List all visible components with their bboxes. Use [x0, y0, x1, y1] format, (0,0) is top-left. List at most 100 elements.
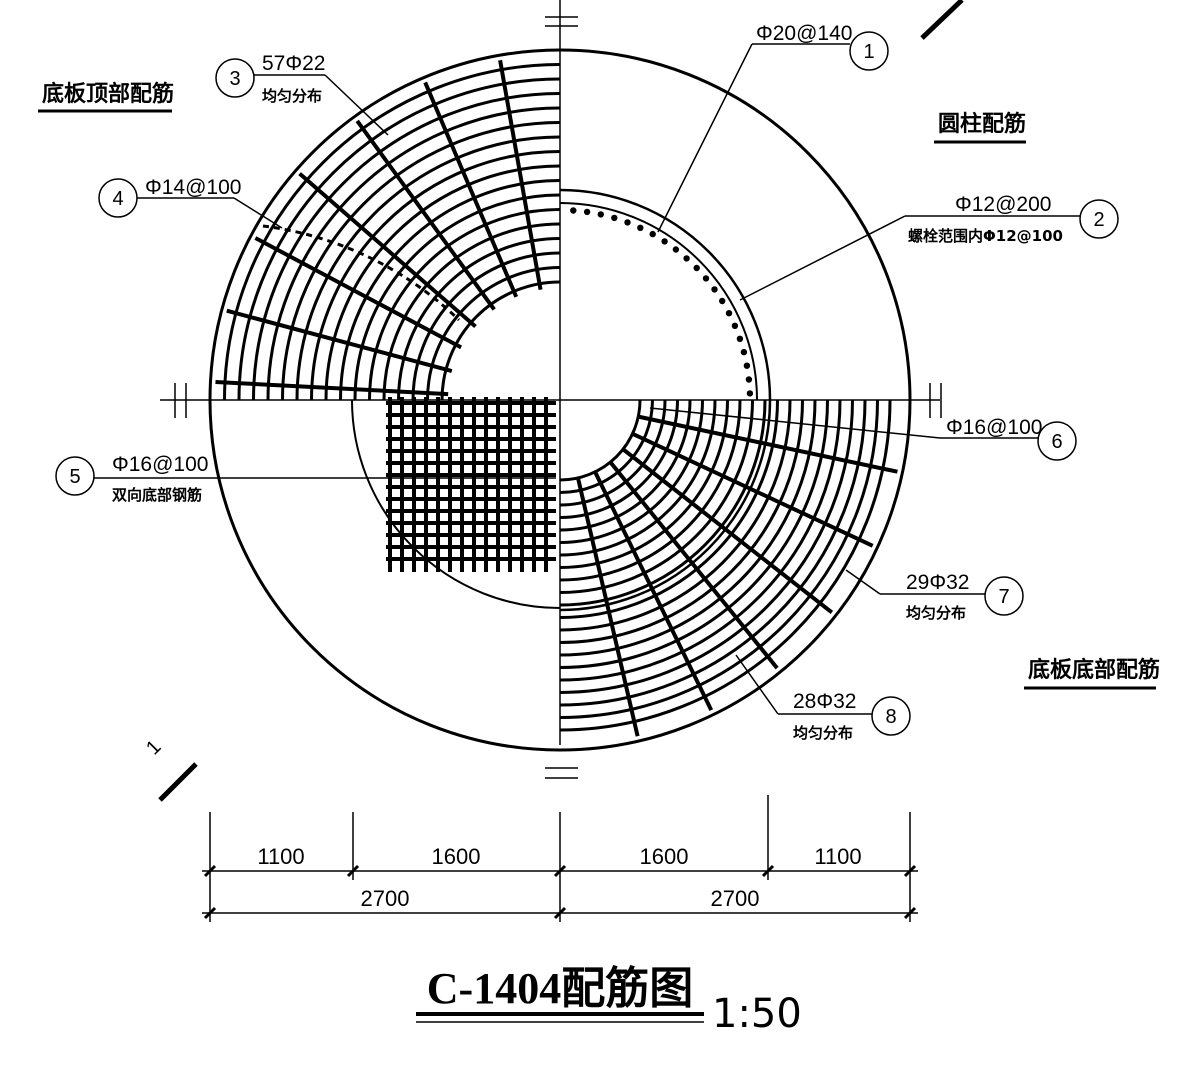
dimension-labels: 1100 1600 1600 1100 2700 2700	[257, 844, 861, 911]
leader-line	[735, 654, 779, 715]
dim-tick	[203, 864, 217, 878]
column-bar-dot	[725, 310, 733, 317]
ring-bar	[559, 399, 667, 507]
column-vertical-bars	[570, 207, 754, 397]
callout-number: 7	[998, 586, 1009, 608]
radial-bar	[576, 477, 640, 737]
ring-bar	[559, 399, 792, 632]
drawing-title: C-1404配筋图	[427, 964, 693, 1013]
callout-note: 双向底部钢筋	[112, 486, 202, 504]
callout-spec: Φ20@140	[756, 22, 852, 45]
column-bar-dot	[624, 219, 631, 226]
column-bar-dot	[637, 224, 644, 231]
column-circle-inner	[559, 202, 758, 401]
column-bar-dot	[745, 376, 753, 383]
callout-spec: 29Φ32	[906, 571, 969, 594]
ring-bar	[324, 164, 561, 401]
leader-line	[649, 407, 941, 439]
drawing-scale: 1:50	[712, 991, 802, 1037]
callout-number: 5	[69, 466, 80, 488]
ring-bar	[310, 150, 561, 401]
dim-label: 1600	[640, 844, 689, 869]
leader-line	[233, 197, 283, 229]
dim-tick	[903, 906, 917, 920]
ring-bar	[339, 179, 561, 401]
callout-note: 均匀分布	[906, 604, 966, 622]
callout-spec: 28Φ32	[793, 690, 856, 713]
ring-bar	[223, 63, 561, 401]
callout-4: Φ14@100 4	[98, 176, 283, 229]
callout-6: Φ16@100 6	[649, 407, 1077, 461]
dim-tick	[553, 864, 567, 878]
ring-bar	[353, 193, 561, 401]
column-bar-dot	[702, 275, 710, 282]
column-bar-dot	[611, 214, 618, 222]
column-bar-dot	[719, 297, 726, 305]
column-bar-dot	[583, 208, 591, 216]
head-slab-bottom: 底板底部配筋	[1028, 657, 1160, 683]
column-bar-dot	[746, 390, 754, 397]
dim-ticks	[203, 864, 917, 920]
ring-bar	[559, 399, 879, 719]
column-bar-dot	[597, 211, 604, 218]
callout-bubble	[1079, 199, 1119, 239]
ring-bar	[397, 237, 561, 401]
column-bar-dot	[740, 348, 748, 356]
callout-note: 螺栓范围内Φ12@100	[908, 227, 1063, 245]
callout-number: 3	[229, 68, 240, 90]
callout-number: 6	[1051, 431, 1062, 453]
callout-bubble	[871, 696, 911, 736]
slab-bottom-rebar-quadrant	[559, 399, 898, 737]
dim-tick	[553, 906, 567, 920]
callout-spec: Φ14@100	[145, 176, 241, 199]
callout-bubble	[55, 456, 95, 496]
radial-bar	[254, 236, 463, 350]
dim-label: 1100	[257, 844, 304, 869]
ring-bar	[382, 222, 561, 401]
column-bar-dot	[743, 362, 751, 369]
callout-bubble	[849, 31, 889, 71]
ring-bar	[266, 106, 561, 401]
dimension-chain	[202, 795, 918, 922]
dim-label: 2700	[711, 886, 760, 911]
callout-bubble	[1037, 421, 1077, 461]
dim-tick	[346, 864, 360, 878]
column-bar-dot	[649, 230, 656, 238]
radial-bar	[226, 308, 453, 373]
callout-5: Φ16@100 双向底部钢筋 5	[55, 453, 556, 504]
callout-1: Φ20@140 1	[657, 22, 889, 233]
ring-bar	[237, 77, 561, 401]
leader-line	[324, 74, 389, 136]
ring-bar	[411, 251, 561, 401]
radial-bar	[631, 431, 874, 548]
dim-tick	[203, 906, 217, 920]
callout-spec: Φ12@200	[955, 193, 1051, 216]
slab-top-rebar-quadrant	[215, 59, 561, 401]
leader-line	[845, 569, 881, 595]
callout-note: 均匀分布	[793, 724, 853, 742]
radial-bar	[423, 81, 519, 298]
radial-bar	[215, 379, 449, 397]
radial-bar	[637, 414, 898, 474]
center-lines	[160, 0, 942, 779]
radial-bar	[298, 172, 477, 329]
column-bar-dot	[570, 207, 577, 214]
column-bottom-arc	[351, 399, 561, 609]
ring-bar	[252, 92, 561, 401]
column-bar-dot	[672, 246, 680, 253]
callout-note: 均匀分布	[262, 87, 322, 105]
callout-spec: Φ16@100	[946, 416, 1042, 439]
callout-7: 29Φ32 均匀分布 7	[845, 569, 1024, 622]
ring-bar	[559, 399, 704, 544]
section-mark-label: 1	[142, 736, 165, 759]
ring-bar	[559, 399, 854, 694]
ring-bar	[559, 399, 642, 482]
radial-bar	[593, 471, 714, 711]
head-slab-top: 底板顶部配筋	[42, 81, 174, 107]
callout-spec: Φ16@100	[112, 453, 208, 476]
radial-bar	[608, 460, 779, 670]
callout-3: 57Φ22 均匀分布 3	[215, 52, 389, 136]
column-bar-dot	[683, 255, 690, 262]
ring-bar	[559, 399, 767, 607]
